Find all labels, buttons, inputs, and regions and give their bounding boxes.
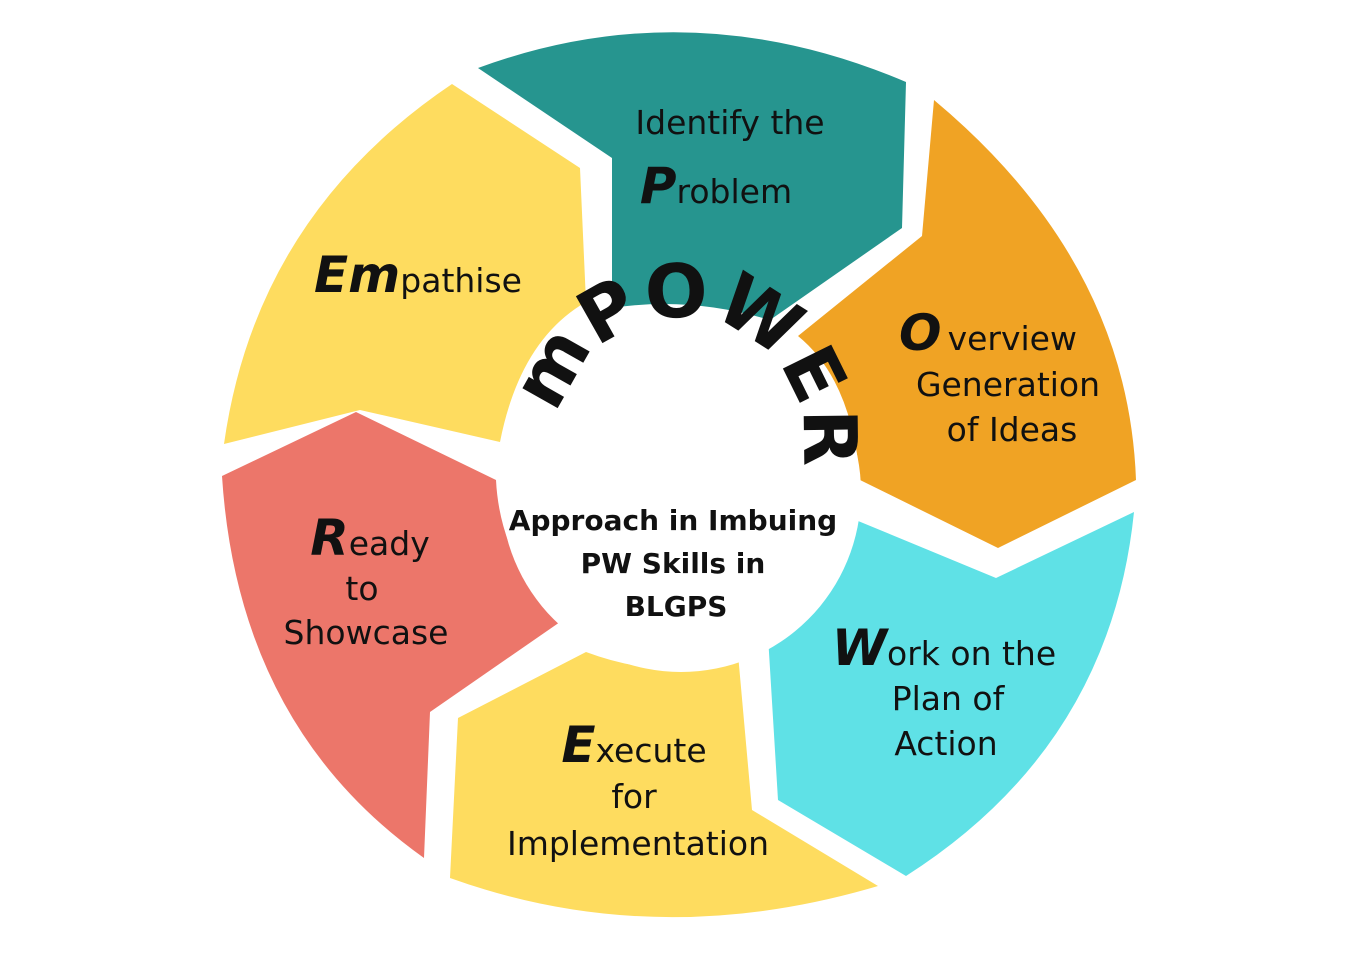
segment-problem-shape [478, 32, 906, 321]
segment-problem-line-2: Problem [640, 157, 792, 215]
segment-ready-shape [222, 412, 560, 858]
center-subtitle-line-3: BLGPS [625, 590, 728, 623]
segment-ready-line-1: Ready [310, 509, 430, 567]
segment-work-line-1: Work on the [832, 619, 1056, 677]
segment-overview-line-2: Generation [916, 365, 1100, 404]
center-circle [501, 312, 861, 672]
segment-overview-shape [798, 100, 1136, 548]
segment-execute-line-3: Implementation [507, 824, 769, 863]
segment-empathise-line-1: Empathise [314, 246, 522, 304]
segment-empathise-shape [224, 84, 586, 444]
segment-execute-line-1: Execute [561, 716, 706, 774]
segment-work-line-2: Plan of [892, 679, 1006, 718]
segment-execute-shape [450, 652, 878, 918]
segment-work-line-3: Action [894, 724, 997, 763]
segment-problem-line-1: Identify the [635, 103, 824, 142]
center-subtitle-line-1: Approach in Imbuing [509, 504, 837, 537]
segment-overview-line-3: of Ideas [947, 410, 1078, 449]
segment-work-shape [768, 512, 1134, 876]
center-subtitle-line-2: PW Skills in [581, 547, 766, 580]
segment-ready-line-3: Showcase [284, 613, 449, 652]
segment-ready-line-2: to [345, 569, 378, 608]
segment-execute-line-2: for [611, 777, 657, 816]
